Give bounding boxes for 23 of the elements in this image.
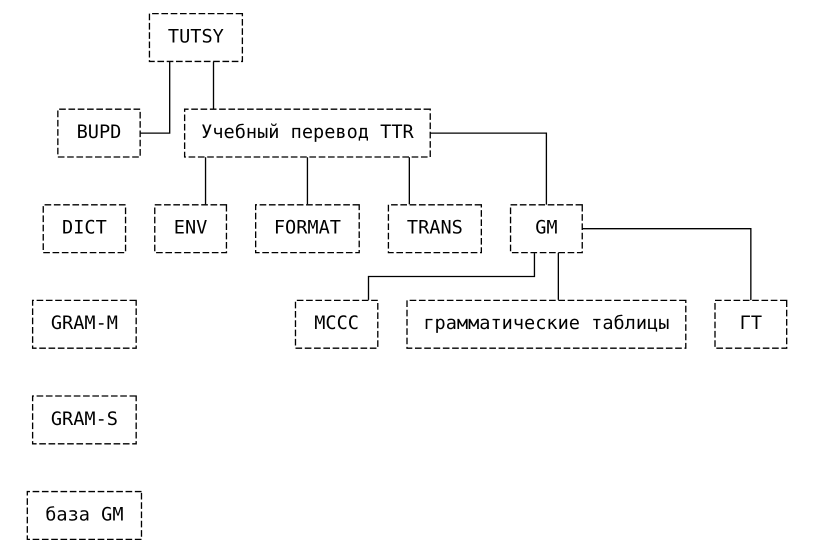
node-box: GRAM-M	[32, 300, 137, 349]
connector	[430, 132, 548, 205]
connector	[212, 62, 214, 109]
connector	[368, 253, 536, 300]
node-box: грамматические таблицы	[406, 300, 686, 349]
connector	[408, 157, 410, 204]
node-box: DICT	[42, 204, 126, 254]
node-box: Учебный перевод TTR	[184, 108, 431, 158]
connector	[582, 228, 752, 300]
node-box: MCCC	[294, 300, 378, 349]
connector	[204, 157, 206, 204]
node-box: BUPD	[57, 108, 141, 158]
connector	[140, 62, 170, 134]
node-box: ENV	[154, 204, 228, 254]
connector	[306, 157, 308, 204]
connector	[558, 252, 559, 300]
node-box: база GM	[26, 490, 142, 540]
node-box: FORMAT	[255, 204, 360, 254]
node-box: GM	[510, 204, 583, 254]
node-box: GRAM-S	[32, 395, 137, 444]
node-box: TUTSY	[148, 12, 244, 62]
node-box: TRANS	[388, 204, 482, 254]
node-box: ГТ	[714, 300, 788, 349]
